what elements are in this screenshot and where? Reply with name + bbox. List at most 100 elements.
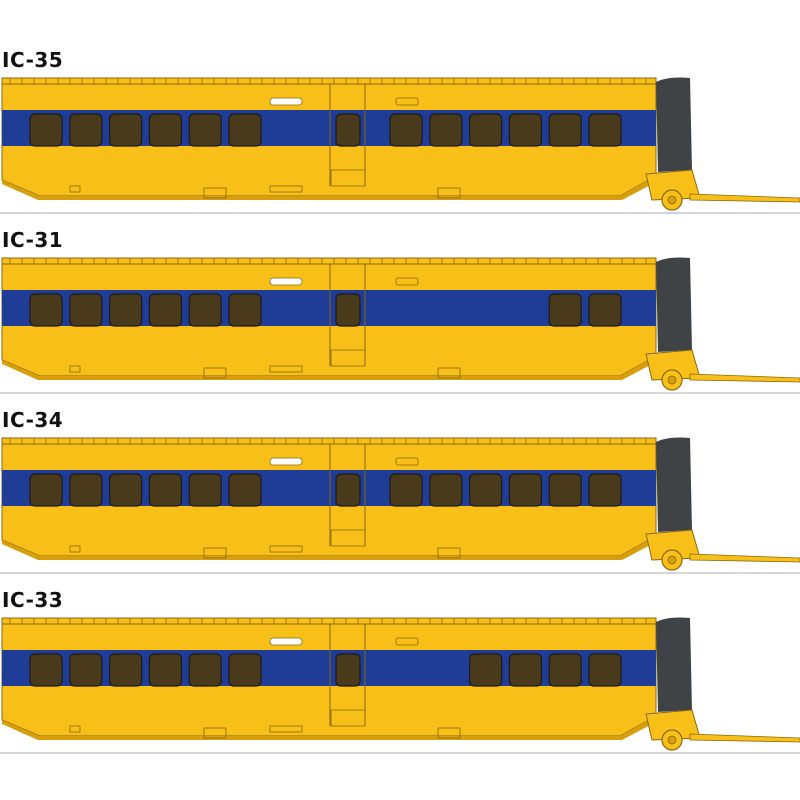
gangway xyxy=(656,257,692,352)
window xyxy=(548,473,582,507)
window xyxy=(29,113,63,147)
railcar-drawing xyxy=(0,77,800,214)
underframe-box xyxy=(437,547,461,559)
roof-line xyxy=(1,77,657,85)
window xyxy=(29,293,63,327)
window xyxy=(29,653,63,687)
window xyxy=(429,473,463,507)
car-label: IC-34 xyxy=(2,408,64,432)
vent-grille xyxy=(395,97,419,106)
window xyxy=(188,293,222,327)
window xyxy=(69,653,103,687)
window xyxy=(389,473,423,507)
window xyxy=(508,473,542,507)
roof-line xyxy=(1,617,657,625)
car-row-1: IC-35 xyxy=(0,48,800,228)
window xyxy=(29,473,63,507)
coupler-bar xyxy=(689,373,800,383)
underframe-box xyxy=(203,367,227,379)
window xyxy=(429,113,463,147)
window xyxy=(188,113,222,147)
window xyxy=(469,473,503,507)
window xyxy=(508,113,542,147)
underframe-box xyxy=(437,727,461,739)
underframe-box xyxy=(203,727,227,739)
roof-line xyxy=(1,437,657,445)
railcar-drawing xyxy=(0,617,800,754)
door-step xyxy=(330,529,366,547)
window xyxy=(548,293,582,327)
window xyxy=(108,473,143,507)
car-skirt xyxy=(2,716,656,740)
window xyxy=(108,653,143,687)
wheel-hub xyxy=(667,195,677,205)
window xyxy=(69,293,103,327)
wheel-hub xyxy=(667,375,677,385)
underframe-box xyxy=(269,365,303,373)
vent-plate xyxy=(269,457,303,466)
car-skirt xyxy=(2,356,656,380)
gangway xyxy=(656,77,692,172)
wheel-hub xyxy=(667,735,677,745)
window xyxy=(108,113,143,147)
door-window xyxy=(335,653,361,687)
underframe-box xyxy=(69,365,81,373)
vent-grille xyxy=(395,457,419,466)
door-window xyxy=(335,293,361,327)
underframe-box xyxy=(69,185,81,193)
window xyxy=(469,653,503,687)
underframe-box xyxy=(69,545,81,553)
gangway xyxy=(656,437,692,532)
vent-plate xyxy=(269,277,303,286)
underframe-box xyxy=(437,187,461,199)
car-label: IC-35 xyxy=(2,48,64,72)
car-skirt xyxy=(2,536,656,560)
window xyxy=(588,293,622,327)
window xyxy=(588,473,622,507)
vent-plate xyxy=(269,637,303,646)
window xyxy=(508,653,542,687)
window xyxy=(389,113,423,147)
window xyxy=(108,293,143,327)
underframe-box xyxy=(203,547,227,559)
window xyxy=(148,113,182,147)
window xyxy=(148,653,182,687)
window xyxy=(228,293,262,327)
car-skirt xyxy=(2,176,656,200)
underframe-box xyxy=(269,185,303,193)
vent-plate xyxy=(269,97,303,106)
car-label: IC-33 xyxy=(2,588,64,612)
window xyxy=(228,473,262,507)
gangway xyxy=(656,617,692,712)
door-window xyxy=(335,473,361,507)
wheel-hub xyxy=(667,555,677,565)
roof-line xyxy=(1,257,657,265)
window xyxy=(588,113,622,147)
railcar-drawing xyxy=(0,437,800,574)
window xyxy=(188,473,222,507)
window xyxy=(228,653,262,687)
window xyxy=(469,113,503,147)
car-row-4: IC-33 xyxy=(0,588,800,768)
coupler-bar xyxy=(689,553,800,563)
door-step xyxy=(330,709,366,727)
window xyxy=(69,113,103,147)
window xyxy=(148,473,182,507)
coupler-bar xyxy=(689,733,800,743)
coupler-bar xyxy=(689,193,800,203)
window xyxy=(228,113,262,147)
window xyxy=(588,653,622,687)
underframe-box xyxy=(203,187,227,199)
window xyxy=(69,473,103,507)
vent-grille xyxy=(395,637,419,646)
window xyxy=(548,653,582,687)
car-row-2: IC-31 xyxy=(0,228,800,408)
railcar-drawing xyxy=(0,257,800,394)
window xyxy=(188,653,222,687)
window xyxy=(148,293,182,327)
door-step xyxy=(330,169,366,187)
underframe-box xyxy=(437,367,461,379)
window xyxy=(548,113,582,147)
underframe-box xyxy=(269,725,303,733)
underframe-box xyxy=(69,725,81,733)
